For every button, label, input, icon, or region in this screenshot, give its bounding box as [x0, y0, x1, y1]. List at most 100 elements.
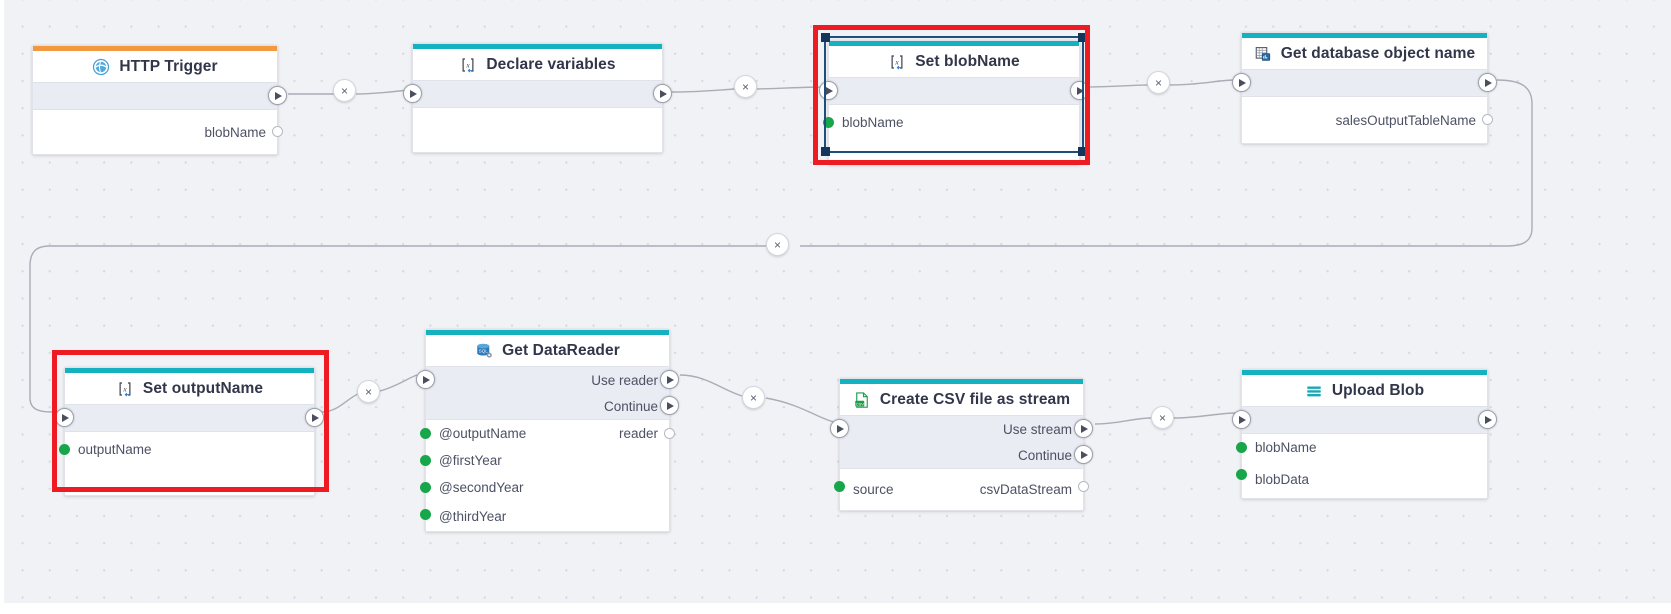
- flow-row-continue: Continue: [426, 393, 679, 419]
- data-row: blobName: [1236, 434, 1487, 461]
- flow-label: Continue: [1017, 447, 1072, 463]
- node-title-row: x Declare variables: [413, 49, 662, 80]
- node-title: Create CSV file as stream: [879, 390, 1071, 408]
- flow-label: Use reader: [591, 372, 658, 388]
- csv-file-icon: CSV: [855, 391, 868, 408]
- data-row: @outputName reader: [420, 420, 675, 447]
- data-in-label: blobName: [1255, 440, 1317, 455]
- node-flow-band: [403, 80, 672, 108]
- edge-delete-getdbobject-to-setoutputname[interactable]: ×: [766, 233, 789, 256]
- exec-out-port-use-stream[interactable]: [1074, 419, 1093, 438]
- node-accent-bar: [1242, 33, 1487, 38]
- data-out-port[interactable]: [272, 126, 283, 137]
- data-in-port[interactable]: [823, 117, 834, 128]
- node-declare-variables[interactable]: x Declare variables: [403, 43, 672, 153]
- sql-icon: SQL: [477, 343, 492, 358]
- flow-row: [1232, 70, 1497, 96]
- data-in-label: @outputName: [439, 426, 527, 441]
- exec-out-port[interactable]: [1070, 81, 1089, 100]
- edge-setblobname-to-getdb: [1082, 84, 1149, 88]
- data-row: blobName: [823, 105, 1079, 164]
- data-out-label: csvDataStream: [979, 482, 1072, 497]
- edge-delete-declare-to-setblobname[interactable]: ×: [734, 75, 757, 98]
- data-in-port[interactable]: [59, 444, 70, 455]
- data-in-port[interactable]: [834, 481, 845, 492]
- data-out-port[interactable]: [1482, 114, 1493, 125]
- exec-in-port[interactable]: [1232, 73, 1251, 92]
- data-in-label: outputName: [78, 442, 152, 457]
- node-http-trigger[interactable]: HTTP Trigger blobName: [32, 45, 287, 155]
- exec-in-port[interactable]: [403, 84, 422, 103]
- data-out-port[interactable]: [664, 428, 675, 439]
- data-in-label: @thirdYear: [439, 508, 507, 524]
- edge-delete-setoutputname-to-getdatareader[interactable]: ×: [357, 380, 380, 403]
- node-title: Get database object name: [1280, 44, 1476, 62]
- upload-blob-icon: [1307, 386, 1321, 396]
- node-flow-band: Use stream Continue: [830, 415, 1093, 469]
- edge-delete-http-to-declare[interactable]: ×: [333, 79, 356, 102]
- edge-delete-createcsv-to-uploadblob[interactable]: ×: [1151, 406, 1174, 429]
- exec-out-port[interactable]: [653, 84, 672, 103]
- data-in-label: blobName: [842, 115, 904, 130]
- node-create-csv-file-as-stream[interactable]: CSV Create CSV file as stream Use stream…: [830, 378, 1093, 511]
- data-in-port[interactable]: [1236, 442, 1247, 453]
- data-in-port[interactable]: [420, 455, 431, 466]
- exec-out-port-use-reader[interactable]: [660, 370, 679, 389]
- edge-createcsv-to-uploadblob-b: [1172, 412, 1237, 419]
- edge-delete-setblobname-to-getdbobject[interactable]: ×: [1147, 71, 1170, 94]
- data-in-label: source: [853, 482, 894, 497]
- flow-row: [55, 405, 324, 431]
- node-accent-bar: [1242, 370, 1487, 375]
- data-row: source csvDataStream: [834, 469, 1089, 510]
- node-get-datareader[interactable]: SQL Get DataReader Use reader Continue @…: [416, 329, 679, 532]
- exec-out-port[interactable]: [305, 408, 324, 427]
- exec-in-port[interactable]: [819, 81, 838, 100]
- node-get-database-object-name[interactable]: Get database object name salesOutputTabl…: [1232, 32, 1497, 144]
- exec-in-port[interactable]: [1232, 410, 1251, 429]
- exec-out-port[interactable]: [1478, 410, 1497, 429]
- node-title: Set outputName: [142, 379, 264, 397]
- data-in-label: blobData: [1255, 472, 1310, 487]
- node-data-band: blobName: [33, 110, 283, 154]
- exec-out-port-continue[interactable]: [660, 396, 679, 415]
- node-upload-blob[interactable]: Upload Blob blobName blobData: [1232, 369, 1497, 499]
- node-title-row: Upload Blob: [1242, 375, 1487, 406]
- canvas-bottom-gutter: [0, 603, 1671, 614]
- data-in-port[interactable]: [420, 509, 431, 520]
- edge-delete-getdatareader-to-createcsv[interactable]: ×: [742, 386, 765, 409]
- flow-row-use-stream: Use stream: [830, 416, 1093, 442]
- data-out-port[interactable]: [1078, 481, 1089, 492]
- data-in-port[interactable]: [420, 482, 431, 493]
- data-row: outputName: [59, 432, 314, 495]
- node-title-row: SQL Get DataReader: [426, 335, 669, 366]
- node-accent-bar: [33, 46, 277, 51]
- data-row: @thirdYear: [420, 501, 669, 531]
- exec-out-port[interactable]: [268, 86, 287, 105]
- data-in-port[interactable]: [1236, 469, 1247, 480]
- exec-in-port[interactable]: [416, 370, 435, 389]
- node-data-band: outputName: [59, 432, 314, 495]
- edge-declare-to-setblobname-b: [756, 86, 829, 90]
- svg-text:x: x: [122, 384, 127, 393]
- data-in-port[interactable]: [420, 428, 431, 439]
- node-data-band: source csvDataStream: [834, 469, 1089, 510]
- flow-row: [33, 83, 287, 109]
- exec-in-port[interactable]: [55, 408, 74, 427]
- node-set-outputname[interactable]: x Set outputName outputName: [55, 367, 324, 496]
- node-data-band: blobName: [823, 105, 1079, 164]
- data-row: @secondYear: [420, 474, 669, 501]
- node-title: Declare variables: [486, 55, 616, 73]
- node-set-blobname[interactable]: x Set blobName blobName: [819, 40, 1089, 165]
- edge-declare-to-setblobname: [671, 88, 736, 93]
- exec-out-port-continue[interactable]: [1074, 445, 1093, 464]
- node-accent-bar: [829, 41, 1079, 46]
- node-title-row: Get database object name: [1242, 38, 1487, 69]
- edge-setoutputname-to-datareader-b: [379, 374, 418, 392]
- edge-setblobname-to-getdb-b: [1169, 79, 1237, 86]
- data-in-label: @secondYear: [439, 480, 524, 495]
- exec-in-port[interactable]: [830, 419, 849, 438]
- flow-row-continue: Continue: [840, 442, 1093, 468]
- node-data-band: salesOutputTableName: [1242, 97, 1493, 143]
- exec-out-port[interactable]: [1478, 73, 1497, 92]
